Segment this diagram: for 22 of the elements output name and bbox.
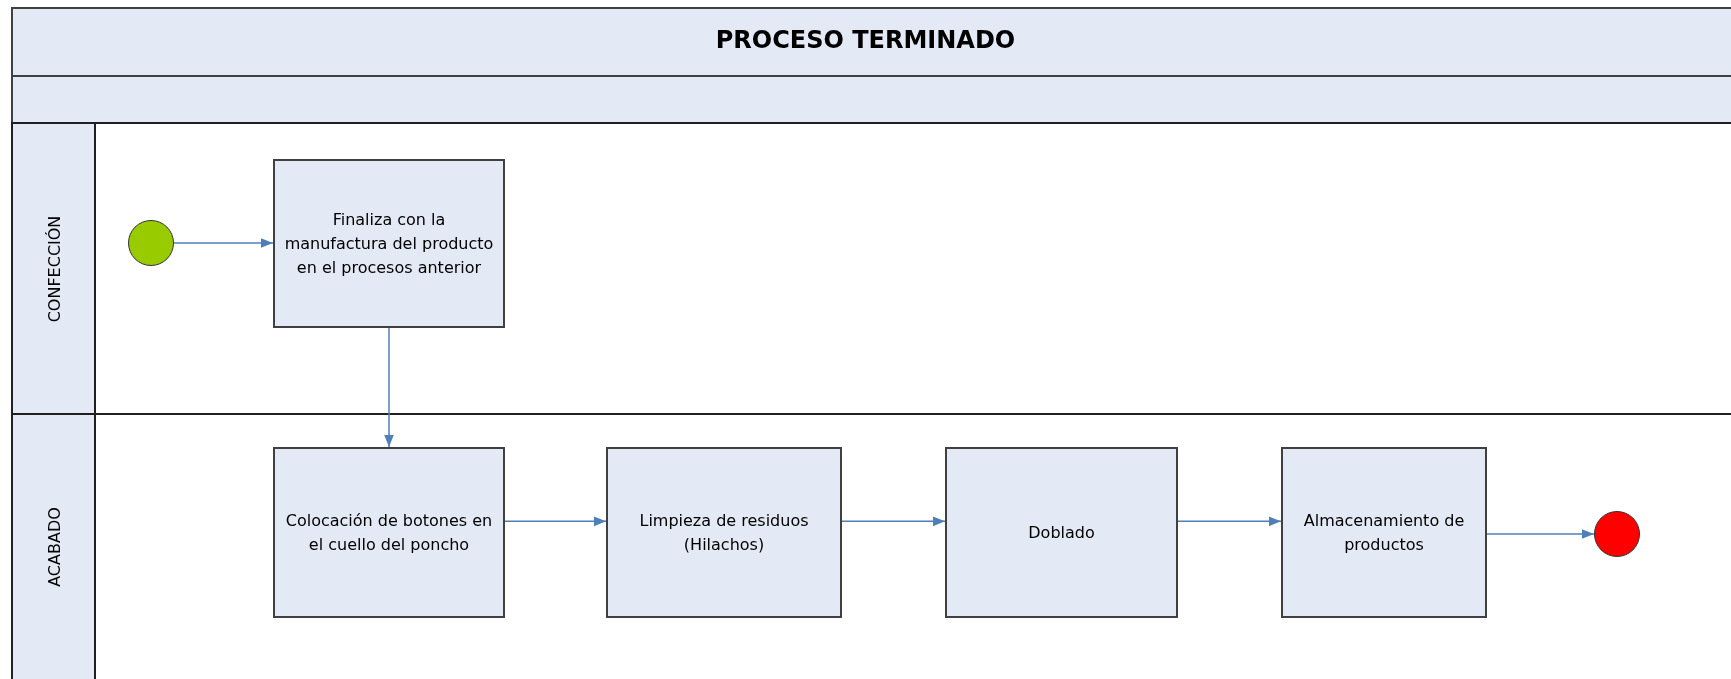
process-label: Limpieza de residuos (Hilachos) xyxy=(638,509,810,556)
process-box xyxy=(273,159,505,328)
end-event-circle xyxy=(1594,511,1640,557)
arrow xyxy=(1177,516,1282,527)
process-label: Doblado xyxy=(1028,521,1095,544)
arrow xyxy=(384,327,394,448)
process-label: Colocación de botones en el cuello del poncho xyxy=(284,509,494,556)
process-box xyxy=(273,447,505,618)
diagram-title: PROCESO TERMINADO xyxy=(714,26,1017,54)
arrow xyxy=(1486,529,1595,539)
process-label: Almacenamiento de productos xyxy=(1302,509,1466,556)
arrow xyxy=(173,238,274,248)
start-event-circle xyxy=(128,220,174,266)
arrow xyxy=(504,516,607,527)
process-box xyxy=(945,447,1178,618)
swimlane xyxy=(11,122,1731,415)
lane-label: CONFECCIÓN xyxy=(44,215,63,322)
process-box xyxy=(606,447,842,618)
lane-label: ACABADO xyxy=(44,507,63,587)
process-box xyxy=(1281,447,1487,618)
arrow xyxy=(841,516,946,527)
process-label: Finaliza con la manufactura del producto en el procesos anterior xyxy=(283,208,495,279)
